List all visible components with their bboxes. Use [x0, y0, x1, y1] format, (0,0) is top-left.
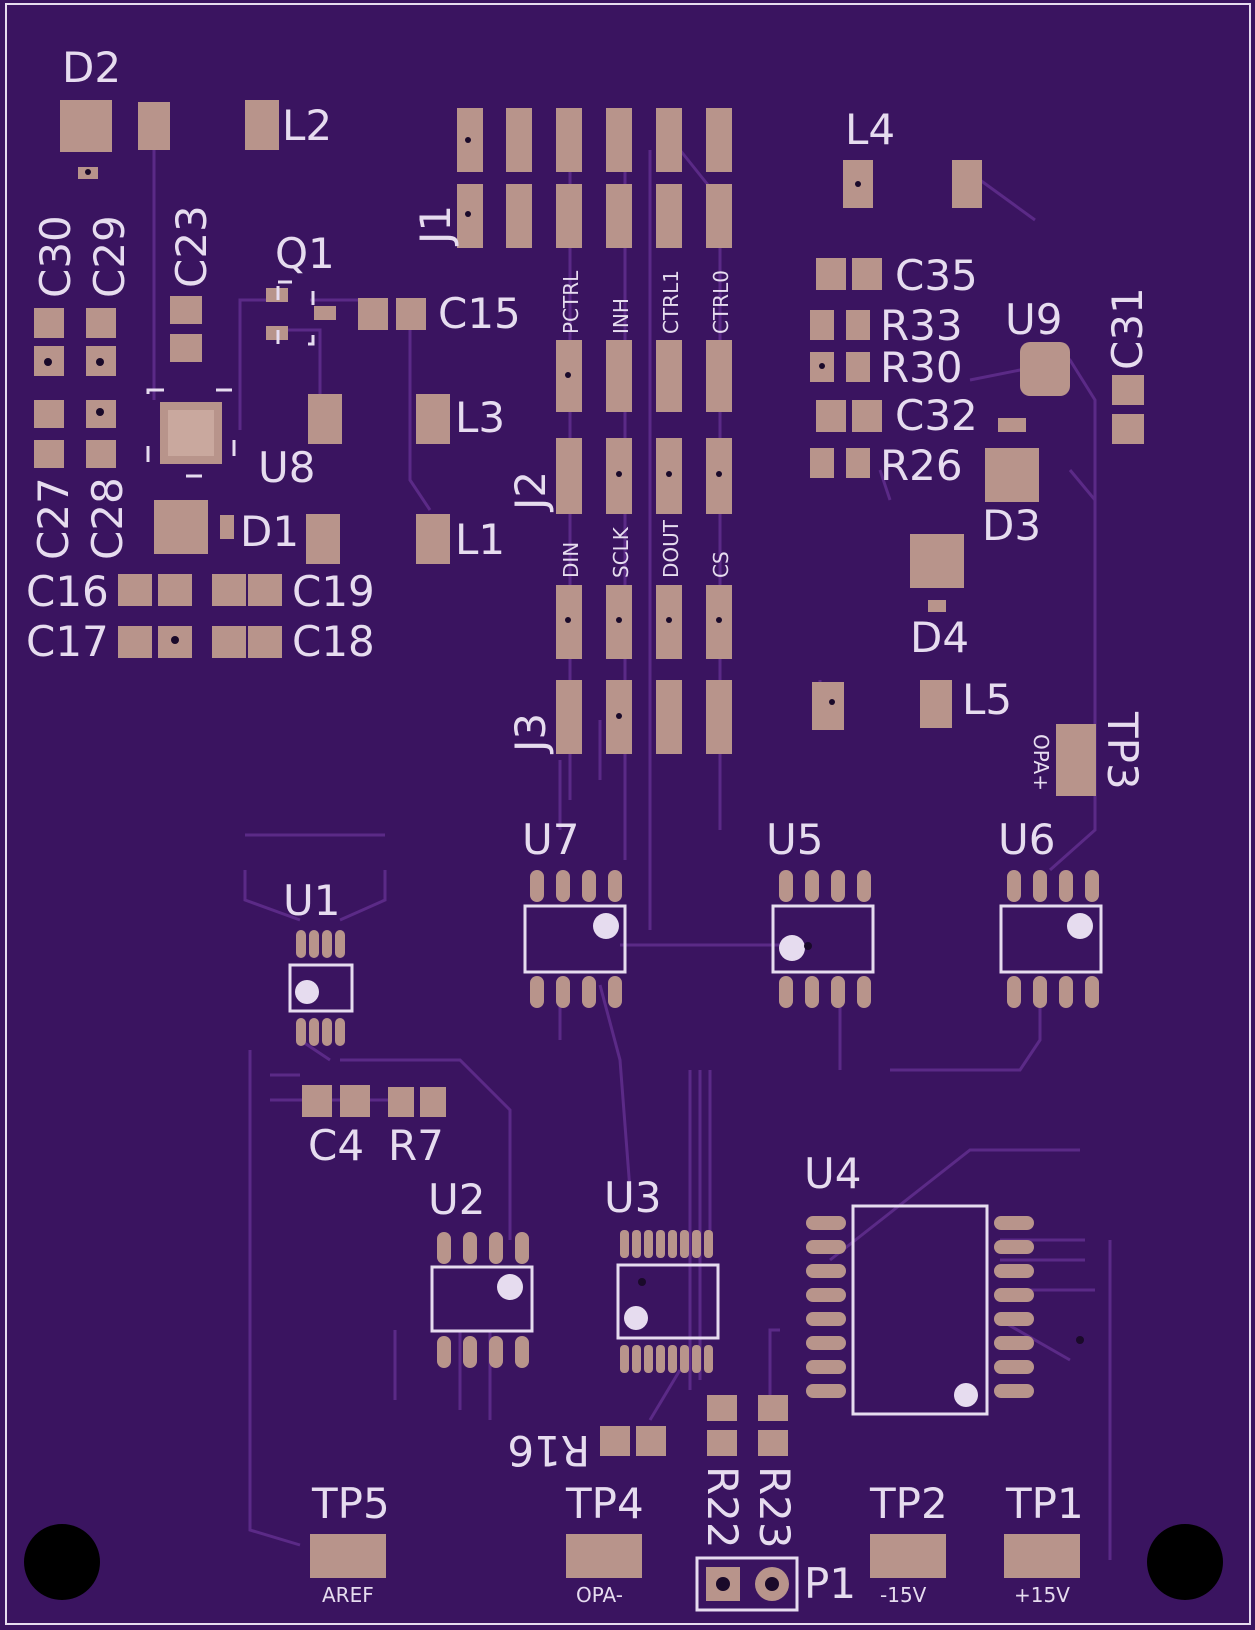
label-U6: U6 [998, 815, 1055, 864]
label-C30: C30 [31, 215, 80, 298]
label-L5: L5 [962, 675, 1012, 724]
label-R23: R23 [750, 1466, 799, 1549]
label-TP4: TP4 [565, 1479, 644, 1528]
label-J3: J3 [506, 713, 555, 755]
u2-footprint [430, 1232, 534, 1368]
tp1-pad [1004, 1534, 1080, 1578]
net-dout: DOUT [659, 519, 683, 578]
net-aref: AREF [322, 1583, 374, 1607]
net-plus15v: +15V [1014, 1583, 1070, 1607]
label-C17: C17 [26, 617, 109, 666]
label-R33: R33 [880, 301, 963, 350]
label-C15: C15 [438, 289, 521, 338]
net-opa-minus: OPA- [576, 1583, 623, 1607]
label-R22: R22 [698, 1466, 747, 1549]
label-C29: C29 [85, 215, 134, 298]
label-P1: P1 [804, 1559, 856, 1608]
label-C23: C23 [167, 205, 216, 288]
net-minus15v: -15V [880, 1583, 927, 1607]
label-R7: R7 [388, 1121, 444, 1170]
u8-footprint [146, 388, 236, 478]
u4-footprint [806, 1204, 1034, 1416]
label-J1: J1 [411, 205, 460, 247]
u5-footprint [771, 870, 875, 1008]
mounting-hole [1147, 1524, 1223, 1600]
net-din: DIN [559, 542, 583, 578]
tp5-pad [310, 1534, 386, 1578]
label-D2: D2 [62, 43, 121, 92]
tp4-pad [566, 1534, 642, 1578]
label-J2: J2 [506, 471, 555, 513]
label-L1: L1 [455, 515, 505, 564]
label-C4: C4 [308, 1121, 364, 1170]
label-TP2: TP2 [869, 1479, 948, 1528]
label-U4: U4 [804, 1149, 861, 1198]
label-L4: L4 [845, 105, 895, 154]
label-C18: C18 [292, 617, 375, 666]
label-C31: C31 [1103, 287, 1152, 370]
u1-footprint [288, 930, 354, 1046]
net-ctrl1: CTRL1 [659, 270, 683, 334]
net-cs: CS [709, 551, 733, 578]
j3-pads [556, 680, 732, 754]
label-L2: L2 [282, 101, 332, 150]
label-L3: L3 [455, 393, 505, 442]
label-C19: C19 [292, 567, 375, 616]
u6-footprint [999, 870, 1103, 1008]
vias [44, 137, 1084, 1344]
label-U3: U3 [604, 1173, 661, 1222]
label-U1: U1 [283, 876, 340, 925]
label-TP3: TP3 [1098, 711, 1147, 790]
net-pctrl: PCTRL [559, 270, 583, 334]
label-C28: C28 [83, 477, 132, 560]
label-TP5: TP5 [311, 1479, 390, 1528]
net-opa-plus: OPA+ [1029, 734, 1053, 791]
net-inh: INH [609, 298, 633, 334]
label-C35: C35 [895, 251, 978, 300]
label-U7: U7 [522, 815, 579, 864]
label-R26: R26 [880, 441, 963, 490]
label-C27: C27 [29, 477, 78, 560]
u3-footprint [616, 1230, 720, 1373]
j1-pads [457, 108, 732, 248]
label-U9: U9 [1005, 295, 1062, 344]
u7-footprint [523, 870, 627, 1008]
label-D3: D3 [982, 501, 1041, 550]
p1-header [695, 1556, 799, 1612]
tp2-pad [870, 1534, 946, 1578]
label-D1: D1 [240, 507, 299, 556]
net-sclk: SCLK [609, 526, 633, 578]
net-ctrl0: CTRL0 [709, 270, 733, 334]
label-U5: U5 [766, 815, 823, 864]
mounting-hole [24, 1524, 100, 1600]
j2-pads [556, 340, 732, 659]
label-C16: C16 [26, 567, 109, 616]
label-R30: R30 [880, 343, 963, 392]
label-U8: U8 [258, 443, 315, 492]
label-R16: R16 [507, 1426, 590, 1475]
label-Q1: Q1 [275, 229, 335, 278]
label-U2: U2 [428, 1175, 485, 1224]
silkscreen-labels: D2 L2 J1 L4 C30 C29 C23 Q1 C15 C35 R33 R… [26, 43, 1152, 1608]
label-TP1: TP1 [1005, 1479, 1084, 1528]
net-labels: PCTRL INH CTRL1 CTRL0 DIN SCLK DOUT CS O… [322, 270, 1070, 1607]
label-D4: D4 [910, 613, 969, 662]
label-C32: C32 [895, 391, 978, 440]
